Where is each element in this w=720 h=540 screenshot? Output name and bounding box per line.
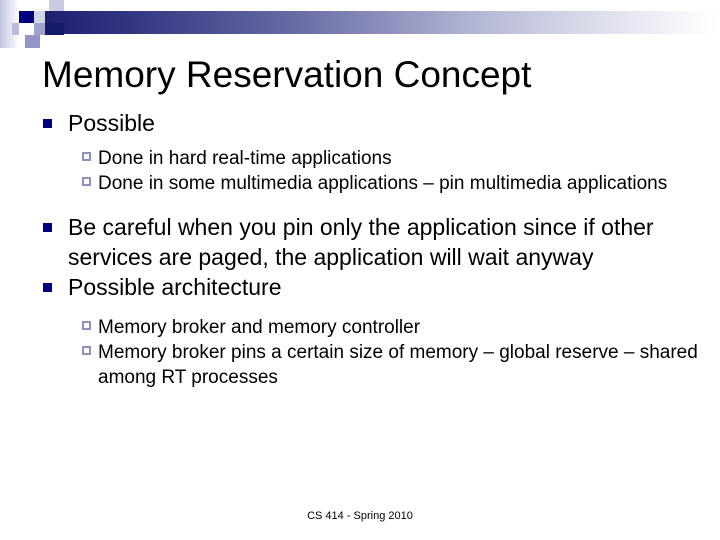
slide-header-decoration <box>0 0 720 48</box>
slide-title: Memory Reservation Concept <box>42 54 532 95</box>
bullet-level1-text: Be careful when you pin only the applica… <box>68 214 654 270</box>
slide-footer: CS 414 - Spring 2010 <box>307 510 413 522</box>
bullet-hollow-square-icon <box>82 346 91 355</box>
bullet-square-icon <box>43 223 52 232</box>
bullet-level2-text: Memory broker and memory controller <box>98 317 421 338</box>
bullet-level1-text: Possible architecture <box>68 274 282 300</box>
bullet-level2: Done in hard real-time applications <box>0 146 720 171</box>
header-square-white-e <box>19 23 34 35</box>
bullet-level2-text: Memory broker pins a certain size of mem… <box>98 342 698 388</box>
bullet-level1-text: Possible <box>68 110 155 136</box>
spacer <box>0 196 720 212</box>
bullet-square-icon <box>43 119 52 128</box>
slide-body: Possible Done in hard real-time applicat… <box>0 108 720 390</box>
bullet-level1: Possible architecture <box>0 272 720 302</box>
bullet-hollow-square-icon <box>82 152 91 161</box>
header-gradient-bar <box>45 11 720 34</box>
bullet-level1: Possible <box>0 108 720 138</box>
bullet-level2: Memory broker pins a certain size of mem… <box>0 340 720 390</box>
header-gradient-strip <box>0 0 19 48</box>
bullet-level1: Be careful when you pin only the applica… <box>0 212 720 272</box>
spacer <box>0 302 720 315</box>
bullet-level2-text: Done in some multimedia applications – p… <box>98 173 668 194</box>
bullet-level2: Done in some multimedia applications – p… <box>0 171 720 196</box>
spacer <box>0 138 720 146</box>
bullet-level2: Memory broker and memory controller <box>0 315 720 340</box>
header-square-navy <box>19 11 34 23</box>
bullet-square-icon <box>43 283 52 292</box>
header-square-lavender-h <box>12 23 20 35</box>
header-square-white-a <box>34 0 49 11</box>
header-square-lavender-g <box>25 35 40 48</box>
bullet-hollow-square-icon <box>82 321 91 330</box>
bullet-level2-text: Done in hard real-time applications <box>98 148 392 169</box>
bullet-hollow-square-icon <box>82 177 91 186</box>
header-bar-notch <box>45 23 64 35</box>
header-square-lavender-b <box>49 0 64 11</box>
